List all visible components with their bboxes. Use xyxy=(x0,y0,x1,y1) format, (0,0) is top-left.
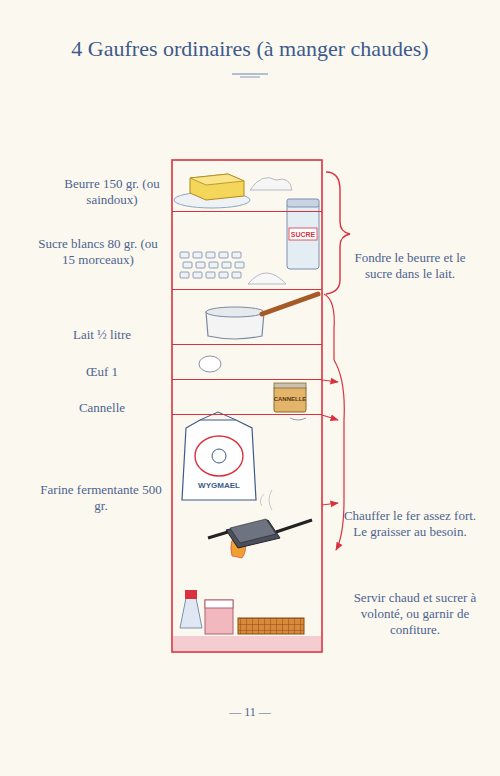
ingredient-label: Cannelle xyxy=(42,400,162,416)
ingredient-band: Sucre blancs 80 gr. (ou 15 morceaux) xyxy=(172,212,322,290)
ingredient-band: Farine fermentante 500 gr. xyxy=(172,415,322,505)
package-label: CANNELLE xyxy=(272,396,308,402)
page-number: — 11 — xyxy=(0,705,500,720)
ingredient-label: Beurre 150 gr. (ou saindoux) xyxy=(62,176,162,207)
ingredient-label: Lait ½ litre xyxy=(42,327,162,343)
ingredient-band: Lait ½ litre xyxy=(172,290,322,345)
ingredient-band: Œuf 1 xyxy=(172,345,322,380)
recipe-title: 4 Gaufres ordinaires (à manger chaudes) xyxy=(0,36,500,62)
ingredient-label: Sucre blancs 80 gr. (ou 15 morceaux) xyxy=(34,236,162,267)
ingredient-label: Farine fermentante 500 gr. xyxy=(40,482,162,513)
package-label: WYGMAEL xyxy=(184,482,254,490)
instruction-note: Servir chaud et sucrer à volonté, ou gar… xyxy=(340,590,490,639)
instruction-note: Chauffer le fer assez fort. Le graisser … xyxy=(340,508,480,541)
ingredient-band: Beurre 150 gr. (ou saindoux) xyxy=(172,160,322,212)
ingredient-label: Œuf 1 xyxy=(42,364,162,380)
package-label: SUCRE xyxy=(289,231,317,238)
instruction-note: Fondre le beurre et le sucre dans le lai… xyxy=(340,250,480,283)
